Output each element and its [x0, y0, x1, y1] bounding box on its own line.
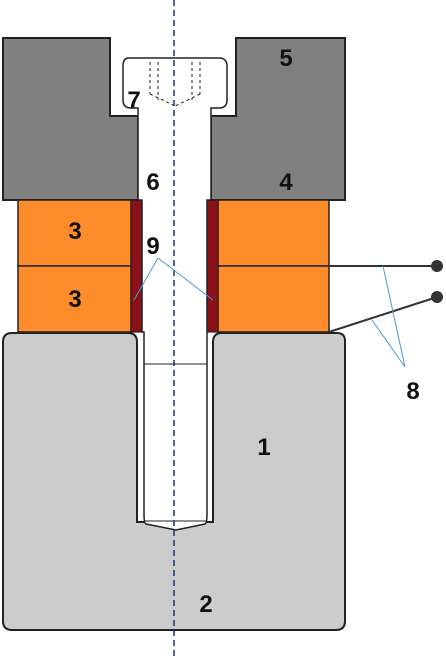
label-3-lower: 3	[68, 286, 81, 313]
label-4: 4	[279, 169, 293, 196]
hex-socket	[149, 62, 201, 107]
ring-right-upper	[217, 199, 330, 267]
lead-terminal-upper	[431, 260, 443, 272]
ring-right-lower	[217, 265, 330, 333]
label-9: 9	[146, 233, 159, 260]
lead-wire-lower	[328, 296, 438, 333]
insulation-sleeve-left	[130, 199, 143, 333]
ring-left-upper	[17, 199, 132, 267]
label-7: 7	[127, 87, 140, 114]
leader-lines	[133, 257, 406, 368]
label-8: 8	[406, 378, 419, 405]
base-body	[2, 332, 346, 631]
insulation-sleeve-right	[206, 199, 219, 333]
label-2: 2	[199, 591, 212, 618]
label-1: 1	[257, 434, 270, 461]
label-6: 6	[146, 169, 159, 196]
label-3-upper: 3	[68, 218, 81, 245]
label-5: 5	[279, 45, 292, 72]
lead-terminal-lower	[431, 291, 443, 303]
bolt	[122, 57, 228, 531]
